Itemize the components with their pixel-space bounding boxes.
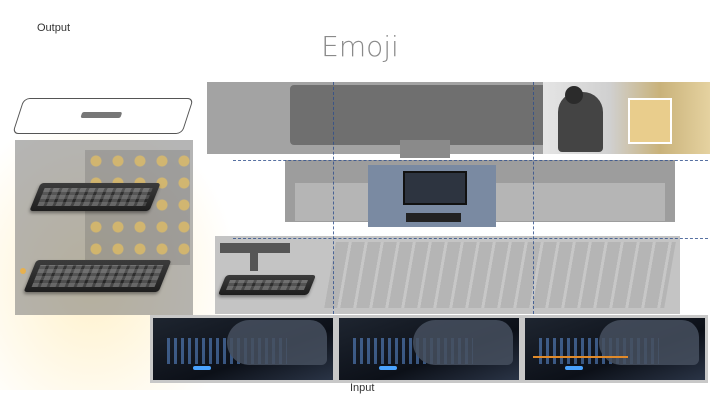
hand-shape xyxy=(227,320,327,365)
output-label: Output xyxy=(37,22,71,34)
keyboard-layer-lower xyxy=(23,260,172,292)
keyboard-keys xyxy=(324,242,676,308)
small-keyboard xyxy=(217,275,317,295)
top-layer-mark xyxy=(80,112,123,118)
input-label: Input xyxy=(350,382,375,394)
thumbnail-keyboard xyxy=(406,213,461,222)
slide-title: Emoji xyxy=(321,30,399,63)
output-top-layer xyxy=(12,98,194,134)
desk-thumbnail xyxy=(368,165,496,227)
small-desk-illustration xyxy=(220,243,320,299)
indicator-light xyxy=(193,366,211,370)
guide-line-horizontal xyxy=(233,160,708,161)
monitor-stand xyxy=(400,140,450,158)
guide-line-vertical xyxy=(333,82,334,314)
keyboard-layer-upper xyxy=(29,183,161,211)
small-monitor xyxy=(220,243,290,253)
input-frame-3 xyxy=(525,318,705,380)
emoji-dot xyxy=(20,268,26,274)
hand-shape xyxy=(413,320,513,365)
person-head xyxy=(565,86,583,104)
guide-line-vertical xyxy=(533,82,534,314)
guide-line-horizontal xyxy=(233,238,708,239)
indicator-light xyxy=(565,366,583,370)
hand-shape xyxy=(599,320,699,365)
wall-frame xyxy=(628,98,672,144)
monitor-image xyxy=(290,85,560,145)
input-frame-2 xyxy=(339,318,519,380)
input-frame-1 xyxy=(153,318,333,380)
small-stand xyxy=(250,253,258,271)
thumbnail-screen xyxy=(403,171,467,205)
person-figure xyxy=(558,92,603,152)
highlight-line xyxy=(533,356,628,358)
indicator-light xyxy=(379,366,397,370)
user-photo xyxy=(543,82,710,154)
